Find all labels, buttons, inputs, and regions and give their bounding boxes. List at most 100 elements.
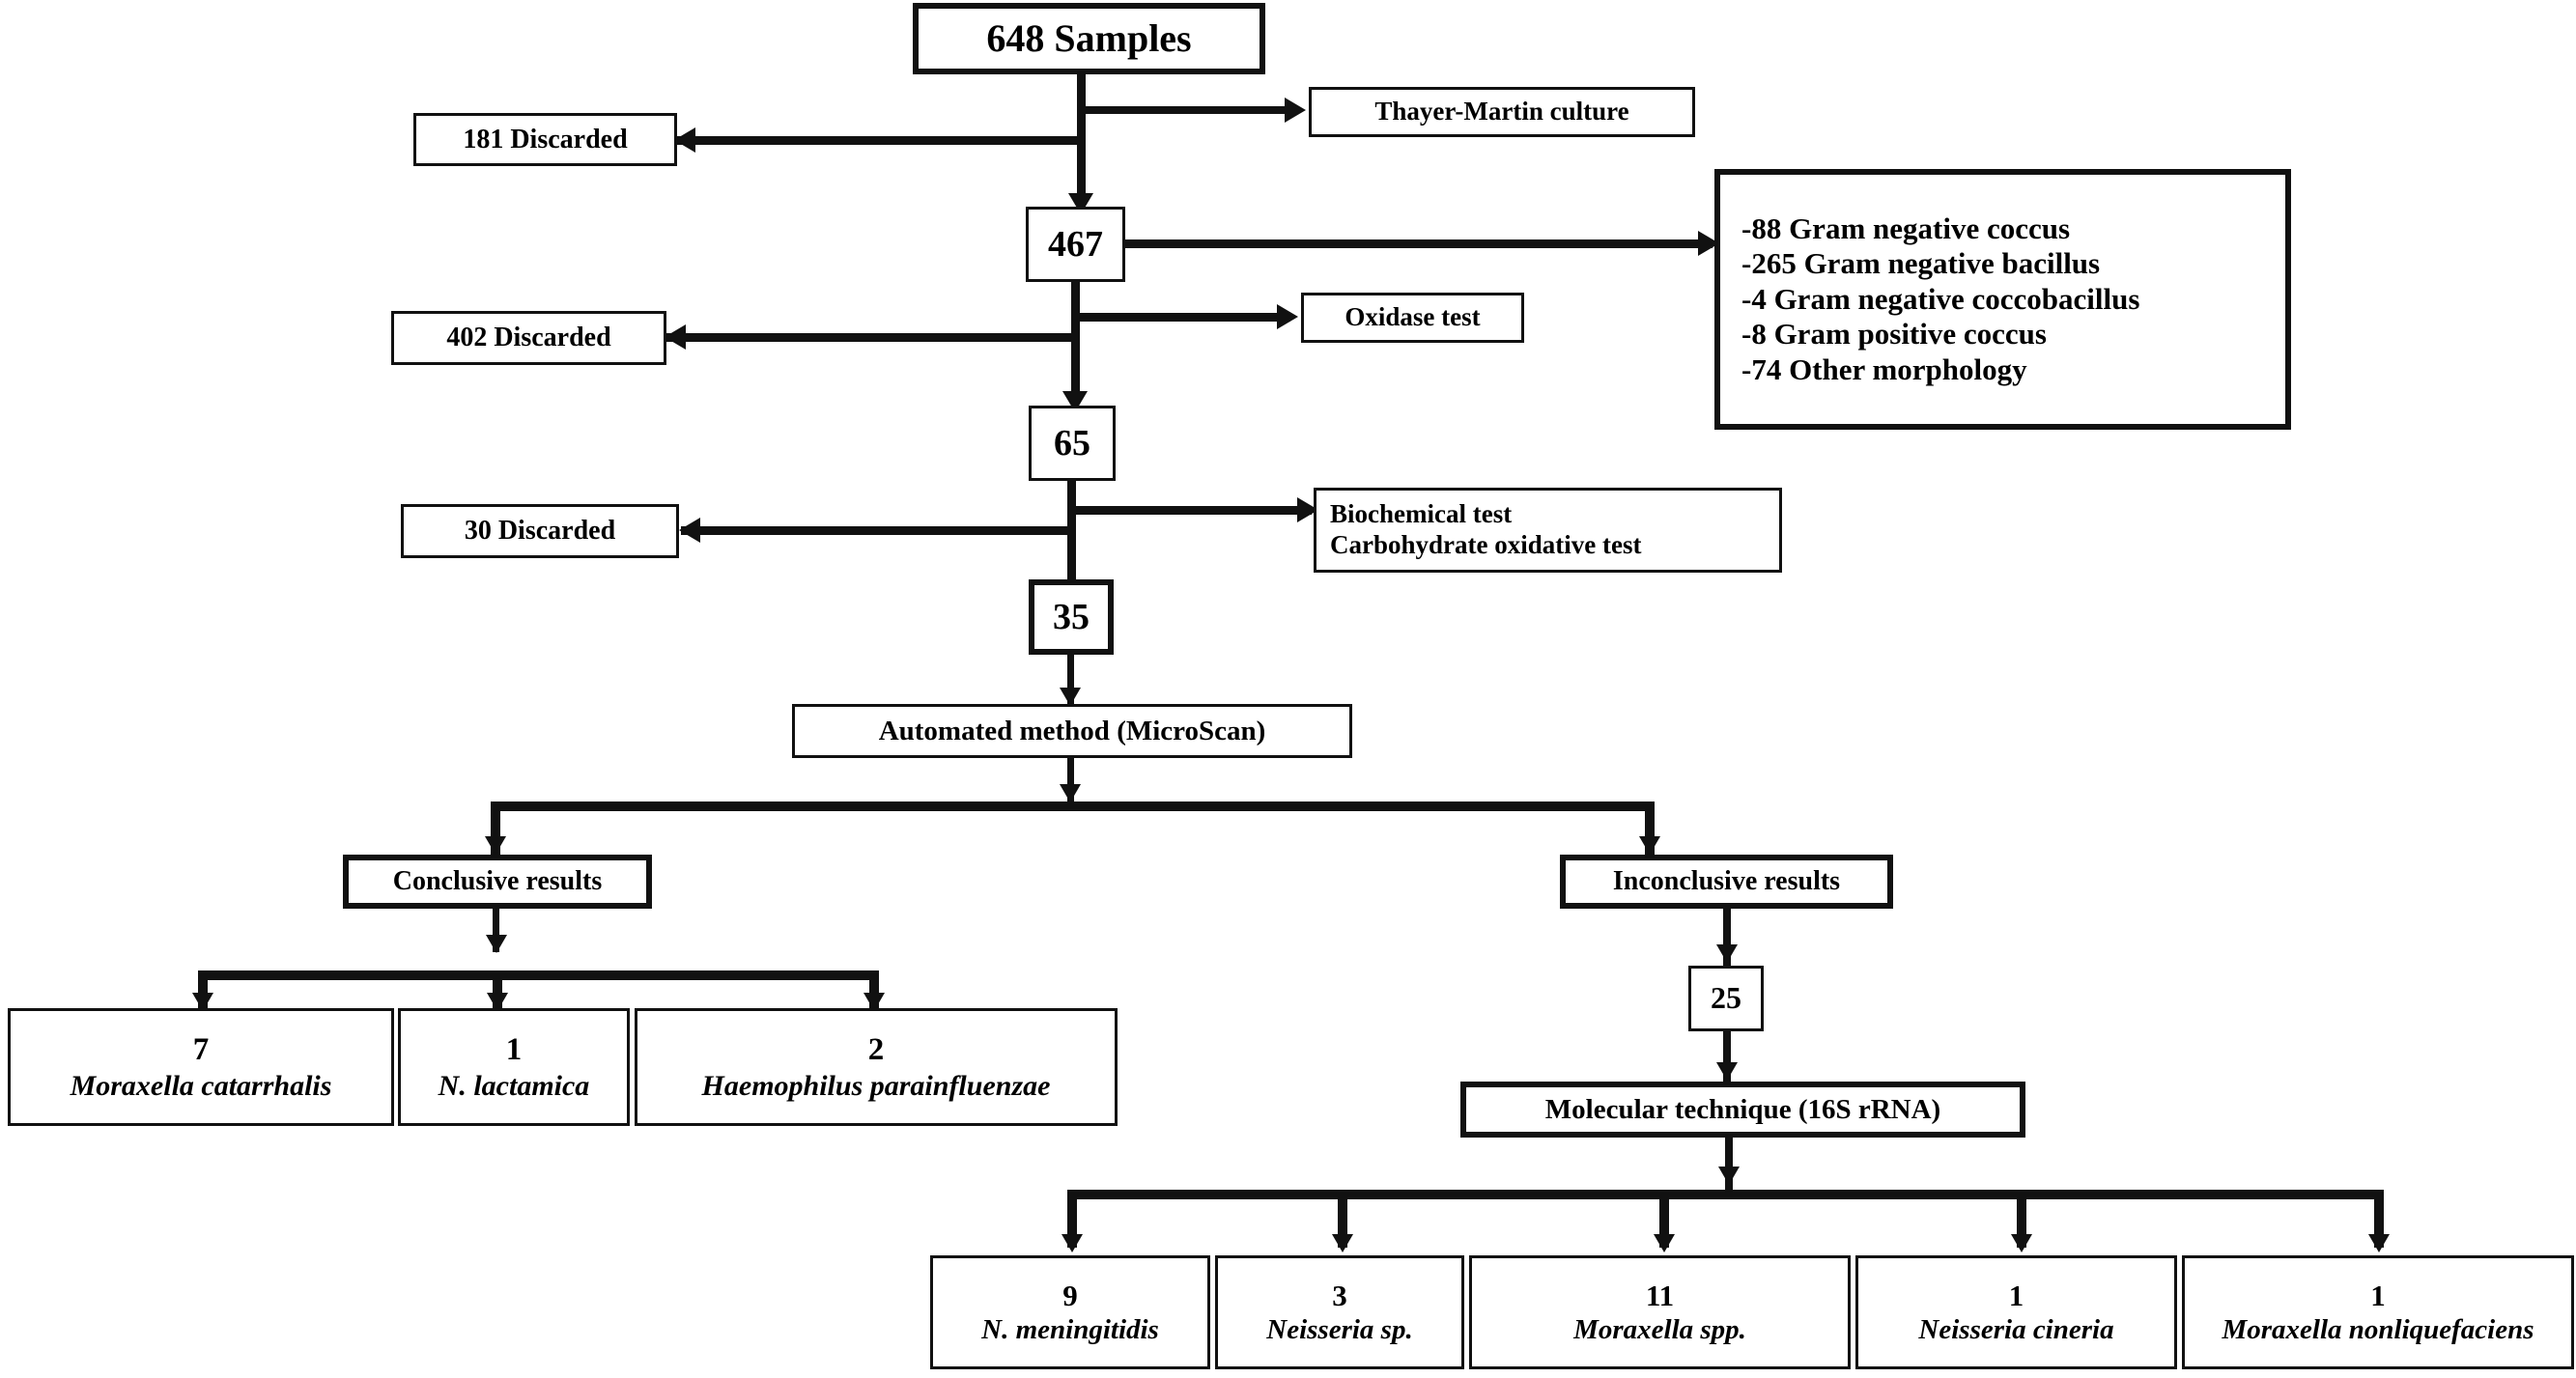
arrow-inconclusive-to-25: [1716, 944, 1738, 963]
node-automated-method: Automated method (MicroScan): [792, 704, 1352, 758]
connector-conclusive-branch-2: [493, 970, 502, 1009]
arrow-molecular-to-bus: [1718, 1167, 1740, 1185]
node-molecular-technique-label: Molecular technique (16S rRNA): [1544, 1093, 1941, 1125]
arrow-molecular-branch-5: [2368, 1234, 2390, 1252]
node-402-discarded: 402 Discarded: [391, 311, 666, 365]
result-species-molecular-5: Moraxella nonliquefaciens: [2222, 1314, 2534, 1346]
node-648-samples: 648 Samples: [913, 3, 1265, 74]
connector-automated-to-bus: [1067, 758, 1074, 801]
connector-467-to-gram: [1123, 239, 1713, 248]
biochemical-line-1: Biochemical test: [1330, 499, 1513, 529]
result-box-conclusive-3: 2 Haemophilus parainfluenzae: [635, 1008, 1118, 1126]
result-box-conclusive-1: 7 Moraxella catarrhalis: [8, 1008, 394, 1126]
node-thayer-martin-label: Thayer-Martin culture: [1374, 97, 1629, 127]
arrow-conclusive-branch-1: [192, 993, 213, 1011]
connector-molecular-branch-1: [1067, 1190, 1077, 1248]
connector-molecular-branch-5: [2374, 1190, 2384, 1248]
result-species-conclusive-1: Moraxella catarrhalis: [70, 1069, 332, 1102]
node-467-label: 467: [1048, 223, 1103, 265]
gram-result-line-4: -8 Gram positive coccus: [1741, 317, 2047, 352]
result-species-molecular-3: Moraxella spp.: [1573, 1314, 1746, 1346]
connector-inconclusive-to-25: [1723, 909, 1731, 967]
node-402-discarded-label: 402 Discarded: [446, 323, 611, 353]
node-oxidase-test: Oxidase test: [1301, 293, 1524, 343]
arrow-467-to-gram: [1698, 231, 1719, 256]
node-molecular-technique: Molecular technique (16S rRNA): [1460, 1082, 2025, 1138]
connector-467-to-65: [1071, 282, 1080, 403]
bus-conclusive-split: [198, 970, 879, 980]
result-count-conclusive-2: 1: [505, 1031, 523, 1067]
gram-result-line-2: -265 Gram negative bacillus: [1741, 246, 2101, 281]
result-count-molecular-1: 9: [1062, 1278, 1078, 1312]
node-181-discarded: 181 Discarded: [413, 113, 677, 166]
connector-467-to-discarded402: [666, 333, 1075, 342]
connector-samples-to-467: [1077, 74, 1086, 205]
node-648-samples-label: 648 Samples: [986, 16, 1192, 61]
result-box-molecular-4: 1 Neisseria cineria: [1855, 1255, 2177, 1369]
node-inconclusive-results-label: Inconclusive results: [1612, 866, 1841, 897]
connector-65-to-discarded30: [681, 526, 1072, 535]
node-30-discarded: 30 Discarded: [401, 504, 679, 558]
arrow-65-to-biochemical: [1297, 497, 1318, 522]
connector-samples-to-discarded181: [676, 136, 1080, 145]
arrow-conclusive-branch-3: [863, 993, 885, 1011]
arrow-molecular-branch-4: [2011, 1234, 2032, 1252]
node-25-label: 25: [1711, 980, 1741, 1016]
biochemical-line-2: Carbohydrate oxidative test: [1330, 530, 1642, 559]
connector-conclusive-branch-3: [869, 970, 879, 1009]
node-30-discarded-label: 30 Discarded: [464, 516, 616, 547]
arrow-conclusive-branch-2: [487, 993, 508, 1011]
node-25: 25: [1688, 966, 1764, 1031]
connector-35-to-automated: [1067, 655, 1074, 708]
node-65-label: 65: [1054, 422, 1090, 464]
arrow-35-to-automated: [1060, 688, 1081, 706]
arrow-samples-to-thayer: [1285, 98, 1306, 123]
result-count-molecular-4: 1: [2008, 1278, 2024, 1312]
node-oxidase-test-label: Oxidase test: [1345, 302, 1481, 332]
connector-conclusive-branch-1: [198, 970, 208, 1009]
result-species-molecular-1: N. meningitidis: [981, 1314, 1159, 1346]
connector-samples-to-thayer: [1082, 106, 1299, 114]
connector-467-to-oxidase: [1076, 313, 1290, 322]
connector-65-to-35: [1067, 481, 1076, 592]
result-count-molecular-3: 11: [1645, 1278, 1675, 1312]
result-box-conclusive-2: 1 N. lactamica: [398, 1008, 630, 1126]
node-467: 467: [1026, 207, 1125, 282]
arrow-bus-to-inconclusive: [1639, 836, 1660, 855]
result-box-molecular-2: 3 Neisseria sp.: [1215, 1255, 1464, 1369]
node-conclusive-results: Conclusive results: [343, 855, 652, 909]
arrow-molecular-branch-3: [1654, 1234, 1675, 1252]
result-species-conclusive-2: N. lactamica: [438, 1069, 590, 1102]
arrow-samples-to-discarded181: [674, 127, 695, 153]
connector-bus-to-conclusive: [491, 801, 500, 855]
bus-automated-split: [491, 801, 1655, 811]
node-35-label: 35: [1053, 596, 1090, 637]
node-conclusive-results-label: Conclusive results: [392, 866, 603, 897]
arrow-467-to-discarded402: [665, 324, 686, 350]
connector-molecular-branch-4: [2017, 1190, 2026, 1248]
result-box-molecular-3: 11 Moraxella spp.: [1469, 1255, 1851, 1369]
result-count-molecular-2: 3: [1332, 1278, 1347, 1312]
result-species-molecular-4: Neisseria cineria: [1918, 1314, 2114, 1346]
result-box-molecular-1: 9 N. meningitidis: [930, 1255, 1210, 1369]
gram-result-line-1: -88 Gram negative coccus: [1741, 211, 2071, 245]
node-181-discarded-label: 181 Discarded: [463, 124, 628, 155]
node-inconclusive-results: Inconclusive results: [1560, 855, 1893, 909]
arrow-molecular-branch-1: [1062, 1234, 1083, 1252]
connector-25-to-molecular: [1723, 1031, 1731, 1082]
result-count-conclusive-3: 2: [867, 1031, 885, 1067]
result-species-conclusive-3: Haemophilus parainfluenzae: [701, 1069, 1051, 1102]
arrow-automated-to-bus: [1060, 784, 1081, 802]
node-biochemical-test: Biochemical test Carbohydrate oxidative …: [1314, 488, 1782, 573]
arrow-25-to-molecular: [1716, 1062, 1738, 1081]
connector-65-to-biochemical: [1072, 506, 1312, 515]
node-gram-results: -88 Gram negative coccus -265 Gram negat…: [1714, 169, 2291, 430]
result-species-molecular-2: Neisseria sp.: [1266, 1314, 1413, 1346]
arrow-467-to-oxidase: [1277, 304, 1298, 329]
connector-molecular-to-bus: [1725, 1138, 1733, 1191]
gram-result-line-5: -74 Other morphology: [1741, 352, 2027, 386]
gram-result-line-3: -4 Gram negative coccobacillus: [1741, 281, 2140, 316]
node-thayer-martin: Thayer-Martin culture: [1309, 87, 1695, 137]
result-count-molecular-5: 1: [2370, 1278, 2386, 1312]
